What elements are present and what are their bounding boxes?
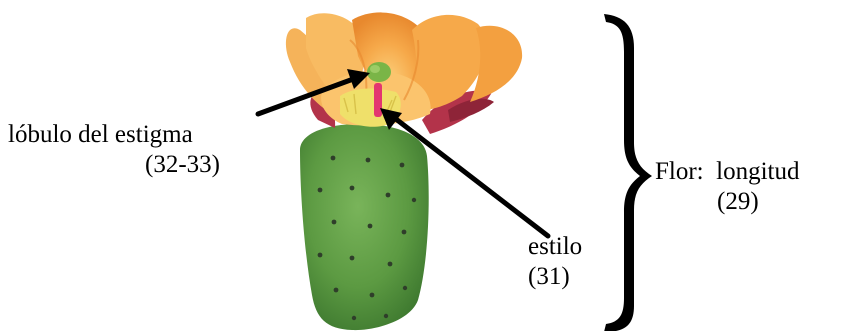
- cactus-pad: [300, 124, 429, 330]
- stigma-lobe-name: lóbulo del estigma: [8, 120, 220, 150]
- flower-length-code: (29): [655, 187, 799, 217]
- flower-length-label: Flor: longitud (29): [655, 157, 799, 217]
- style-name: estilo: [528, 232, 582, 262]
- stigma-lobe-label: lóbulo del estigma (32-33): [8, 120, 220, 180]
- stigma-lobes: [367, 62, 391, 82]
- stigma-lobe-code: (32-33): [8, 150, 220, 180]
- flower-length-name: Flor: longitud: [655, 157, 799, 187]
- style-code: (31): [528, 262, 582, 292]
- flower-length-brace: [604, 14, 652, 331]
- style-structure: [374, 83, 382, 117]
- style-label: estilo (31): [528, 232, 582, 292]
